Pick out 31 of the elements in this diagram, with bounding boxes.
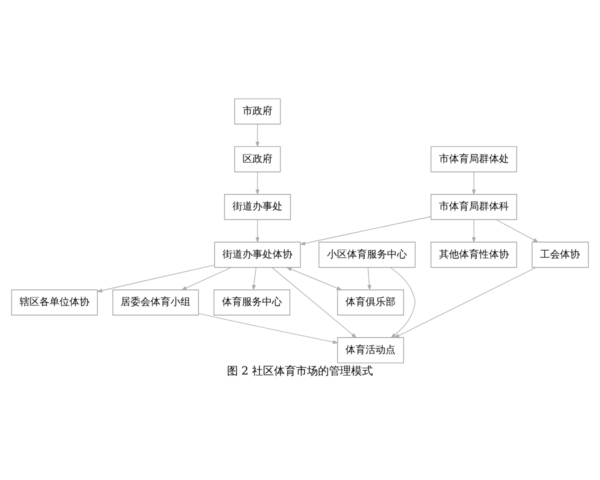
node-box: 辖区各单位体协: [11, 290, 98, 316]
arrow: [256, 220, 260, 243]
node-box: 小区体育服务中心: [318, 242, 416, 268]
node-box: 市体育局群体处: [430, 146, 518, 172]
arrow: [286, 267, 342, 290]
arrow: [390, 267, 416, 338]
node-box: 居委会体育小组: [112, 290, 199, 316]
node-box: 体育服务中心: [214, 290, 290, 316]
node-box: 体育活动点: [337, 337, 404, 364]
arrow: [367, 267, 372, 291]
arrow: [394, 267, 536, 338]
node-box: 市体育局群体科: [430, 194, 518, 220]
arrow: [472, 220, 476, 243]
arrow: [198, 313, 339, 344]
arrow: [272, 267, 357, 338]
node-box: 市政府: [234, 98, 281, 124]
node-box: 体育俱乐部: [337, 290, 404, 316]
arrow: [252, 267, 256, 291]
arrow: [181, 267, 232, 290]
node-box: 区政府: [234, 146, 281, 172]
arrow: [256, 172, 260, 196]
arrow: [96, 264, 215, 292]
arrow: [496, 219, 539, 243]
caption: 图 2 社区体育市场的管理模式: [226, 364, 374, 378]
arrow: [256, 124, 260, 148]
node-box: 街道办事处体协: [214, 242, 301, 268]
arrow: [300, 216, 432, 246]
node-box: 工会体协: [532, 242, 589, 268]
arrow: [472, 172, 476, 196]
node-box: 街道办事处: [224, 194, 291, 220]
node-box: 其他体育性体协: [430, 242, 518, 268]
